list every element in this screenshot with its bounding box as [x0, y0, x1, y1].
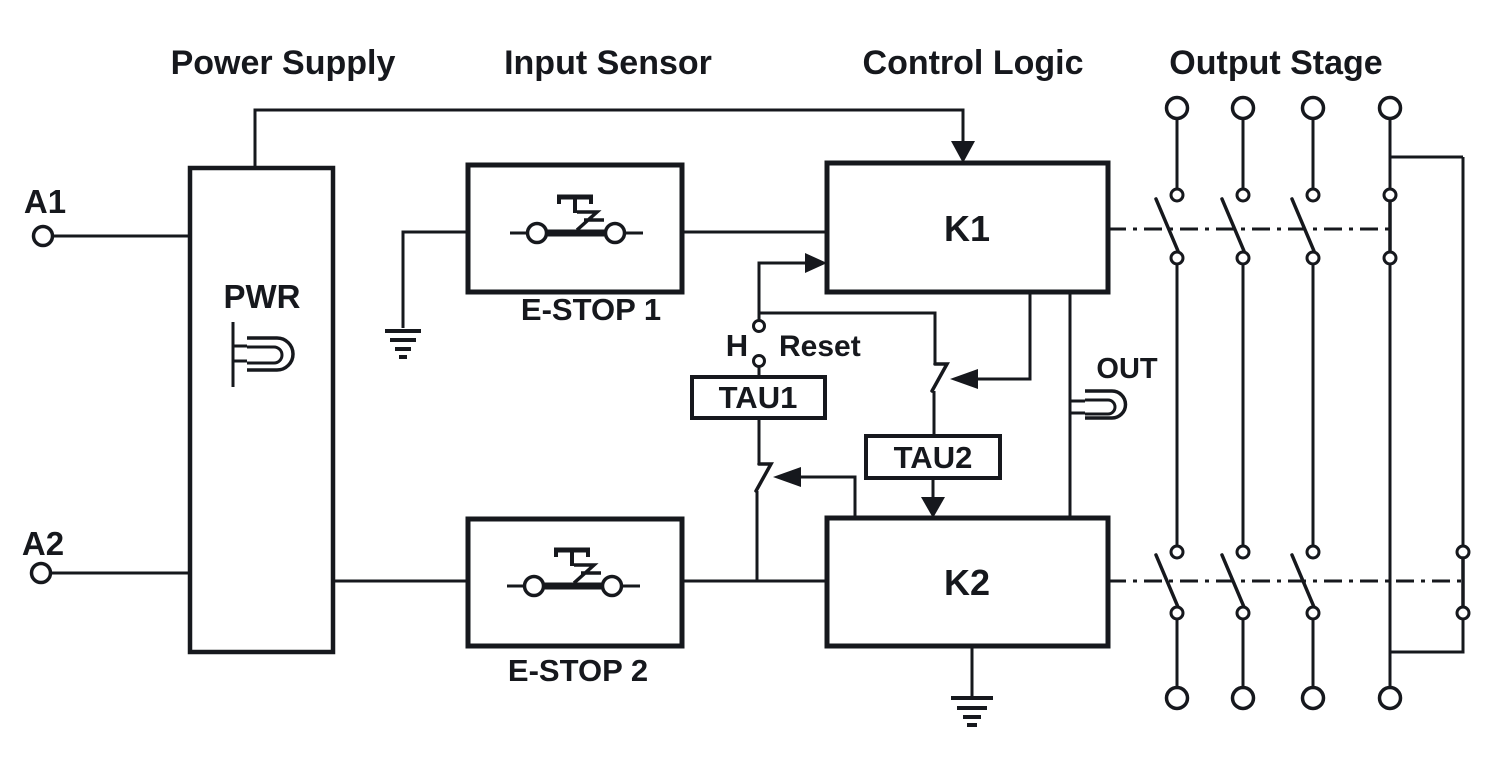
- terminal-a1-label: A1: [24, 183, 66, 220]
- tau2-block: TAU2: [864, 292, 1032, 518]
- output1-k1-contact-top: [1169, 187, 1185, 203]
- section-headers: Power Supply Input Sensor Control Logic …: [171, 44, 1383, 82]
- output1-top-terminal: [1164, 95, 1190, 121]
- wire-estop1-to-ground: [401, 230, 468, 328]
- reset-circuit: H Reset: [726, 253, 937, 377]
- manual-actuator-symbol: H: [726, 328, 748, 363]
- output2-bottom-terminal: [1230, 685, 1256, 711]
- k1-label: K1: [944, 208, 990, 249]
- output-channel-3: [1290, 95, 1326, 711]
- tau2-input-blade: [930, 362, 950, 393]
- k1-block: K1: [824, 160, 1111, 295]
- output1-k1-contact-bottom: [1169, 250, 1185, 266]
- output4-k1-contact-top: [1382, 187, 1398, 203]
- output3-k1-blade: [1290, 197, 1316, 253]
- output2-k1-blade: [1220, 197, 1246, 253]
- out-label: OUT: [1096, 353, 1158, 385]
- wire-reset-to-tau2-branch: [759, 311, 937, 364]
- terminal-a2-circle: [29, 561, 53, 585]
- terminal-a2: A2: [22, 525, 190, 585]
- tau1-output-blade: [754, 462, 774, 493]
- estop1-label: E-STOP 1: [521, 292, 661, 327]
- arrowhead-into-k1-left: [805, 253, 827, 273]
- estop2-block: E-STOP 2: [333, 516, 827, 688]
- reset-label: Reset: [779, 330, 861, 363]
- pwr-box: [187, 165, 336, 655]
- estop1-box: [465, 162, 685, 295]
- output3-k2-blade: [1290, 553, 1316, 609]
- output4-bottom-terminal: [1377, 685, 1403, 711]
- output-channel-4: [1377, 95, 1471, 711]
- terminal-a1: A1: [24, 183, 190, 248]
- output-channel-2: [1220, 95, 1256, 711]
- reset-contact-top-circle: [752, 319, 766, 333]
- output1-k1-blade: [1154, 197, 1180, 253]
- output3-k1-contact-bottom: [1305, 250, 1321, 266]
- estop1-block: E-STOP 1: [385, 162, 827, 359]
- estop1-contact-icon: [510, 194, 643, 245]
- output4-top-terminal: [1377, 95, 1403, 121]
- header-output-stage: Output Stage: [1169, 44, 1382, 82]
- ground-symbol-input: [385, 329, 421, 359]
- header-control-logic: Control Logic: [863, 44, 1084, 82]
- output-channel-1: [1154, 95, 1190, 711]
- output2-k1-contact-bottom: [1235, 250, 1251, 266]
- header-input-sensor: Input Sensor: [504, 44, 712, 82]
- output4-k1-contact-bottom: [1382, 250, 1398, 266]
- wire-k1-to-tau2-blade: [978, 292, 1032, 381]
- arrowhead-into-tau1-blade: [773, 467, 801, 487]
- output3-k2-contact-top: [1305, 544, 1321, 560]
- estop2-label: E-STOP 2: [508, 653, 648, 688]
- wire-pwr-top-to-k1: [253, 108, 975, 168]
- reset-contact-bottom-circle: [752, 354, 766, 368]
- pwr-lamp-icon: [231, 322, 295, 387]
- ground-symbol-k2: [951, 696, 993, 727]
- header-power-supply: Power Supply: [171, 44, 396, 82]
- output2-k2-contact-top: [1235, 544, 1251, 560]
- k2-block: K2: [824, 515, 1111, 727]
- output2-k1-contact-top: [1235, 187, 1251, 203]
- feedback-k2-contact-bottom: [1455, 605, 1471, 621]
- output2-k2-blade: [1220, 553, 1246, 609]
- tau2-label: TAU2: [894, 440, 973, 475]
- output3-k2-contact-bottom: [1305, 605, 1321, 621]
- output3-k1-contact-top: [1305, 187, 1321, 203]
- arrowhead-into-k1-top: [951, 141, 975, 163]
- output2-k2-contact-bottom: [1235, 605, 1251, 621]
- tau1-block: TAU1: [690, 375, 857, 581]
- wire-reset-to-k1: [757, 261, 805, 320]
- arrowhead-into-k2-top: [921, 497, 945, 518]
- pwr-label: PWR: [224, 278, 301, 315]
- output3-top-terminal: [1300, 95, 1326, 121]
- output3-bottom-terminal: [1300, 685, 1326, 711]
- output2-top-terminal: [1230, 95, 1256, 121]
- feedback-k2-contact-top: [1455, 544, 1471, 560]
- wire-k2-feedback-to-tau1-blade: [801, 475, 857, 518]
- output1-k2-contact-top: [1169, 544, 1185, 560]
- estop2-contact-icon: [507, 547, 640, 598]
- output1-k2-blade: [1154, 553, 1180, 609]
- terminal-a1-circle: [31, 224, 55, 248]
- terminal-a2-label: A2: [22, 525, 64, 562]
- out-indicator: OUT: [1068, 292, 1158, 518]
- arrowhead-into-tau2-blade: [950, 369, 978, 389]
- k2-label: K2: [944, 562, 990, 603]
- feedback-wire-return: [1390, 619, 1465, 654]
- power-supply-block: PWR: [187, 165, 336, 655]
- out-lamp-icon: [1070, 389, 1128, 420]
- output1-k2-contact-bottom: [1169, 605, 1185, 621]
- output1-bottom-terminal: [1164, 685, 1190, 711]
- tau1-label: TAU1: [719, 380, 798, 415]
